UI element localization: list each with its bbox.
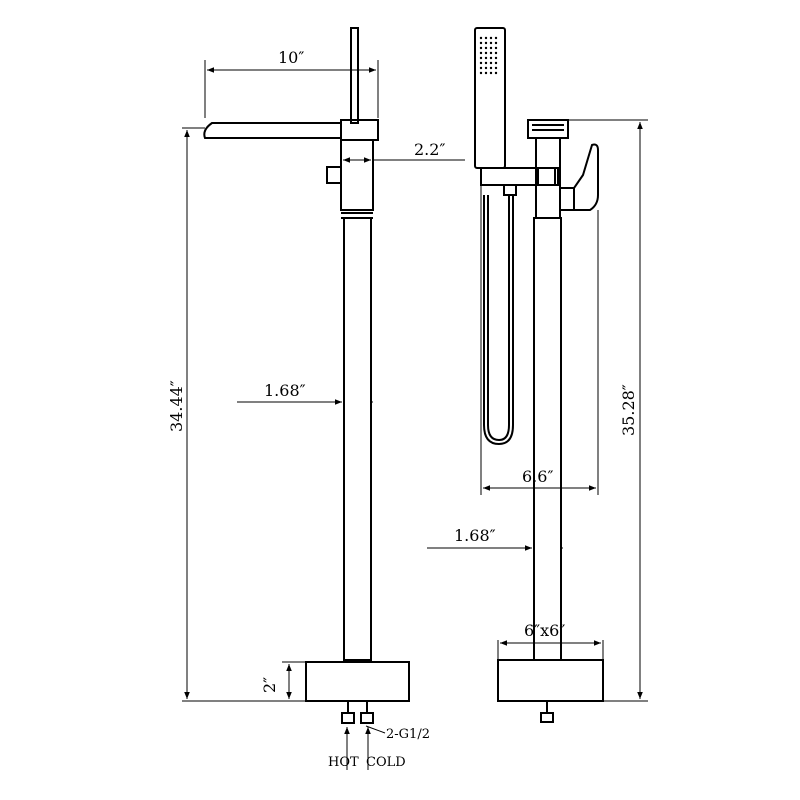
dim-spout-offset: 2.2″ (414, 140, 445, 159)
left-fitting-hot (341, 712, 355, 724)
thread-label: 2-G1/2 (386, 727, 430, 742)
dim-right-width: 6.6″ (522, 467, 553, 486)
right-fitting (540, 712, 554, 723)
dim-spout-length: 10″ (278, 48, 304, 67)
hot-label: HOT (328, 755, 359, 770)
hose-connector (503, 184, 517, 196)
right-base (497, 659, 604, 702)
hand-shower (474, 27, 506, 169)
cold-label: COLD (366, 755, 406, 770)
left-dimension-lines (182, 60, 465, 770)
right-faucet-view (474, 27, 604, 723)
waterfall-spout (203, 122, 341, 139)
left-top-rod (350, 27, 359, 124)
dim-base-height: 2″ (260, 677, 279, 693)
left-main-pipe (343, 217, 372, 661)
left-side-knob (326, 166, 342, 184)
left-base (305, 661, 410, 702)
dim-base-size: 6″x6″ (524, 621, 565, 640)
shower-nozzle-grid (479, 36, 498, 75)
left-upper-body (340, 139, 374, 211)
right-main-pipe (533, 217, 562, 661)
left-fitting-cold (360, 712, 374, 724)
right-dimension-lines (427, 119, 648, 702)
left-faucet-view (203, 27, 410, 724)
shower-holder (480, 167, 559, 186)
left-connector-block (340, 119, 379, 141)
dim-left-total-height: 34.44″ (167, 380, 186, 432)
dim-right-pipe-width: 1.68″ (454, 526, 496, 545)
shower-hose (487, 195, 510, 442)
right-upper-body (535, 137, 561, 219)
dim-left-pipe-width: 1.68″ (264, 381, 306, 400)
mixer-handle (573, 143, 599, 211)
dim-right-total-height: 35.28″ (619, 384, 638, 436)
